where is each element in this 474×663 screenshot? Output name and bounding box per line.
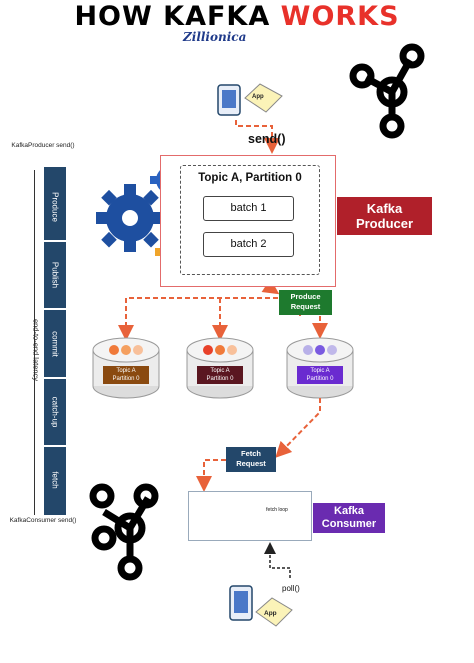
stage-divider <box>44 377 66 379</box>
producer-box <box>160 155 336 287</box>
title-part-1: HOW KAFKA <box>74 1 281 32</box>
kafka-producer-label: Kafka Producer <box>337 197 432 235</box>
produce-request-label: Produce Request <box>279 290 332 315</box>
phone-icon <box>229 585 293 627</box>
title-part-2: WORKS <box>280 1 400 32</box>
batch-1: batch 1 <box>203 196 294 221</box>
partition-title: Topic A, Partition 0 <box>198 172 302 184</box>
poll-label: poll() <box>282 584 300 593</box>
partition-box <box>180 165 320 275</box>
app-label: App <box>264 610 277 617</box>
kafka-consumer-label: Kafka Consumer <box>313 503 385 533</box>
fetch-loop-label: fetch loop <box>266 507 288 513</box>
gear-icon <box>96 184 164 252</box>
kafka-logo-icon <box>349 43 425 139</box>
diagram-title: HOW KAFKA WORKS <box>0 2 474 32</box>
brand-logo: Zillionica <box>183 30 247 44</box>
kafka-logo-icon <box>89 483 159 581</box>
app-label: App <box>252 94 264 100</box>
batch-2: batch 2 <box>203 232 294 257</box>
stage-bar <box>44 167 66 515</box>
stage-divider <box>44 445 66 447</box>
stage-divider <box>44 240 66 242</box>
fetch-request-label: Fetch Request <box>226 447 276 472</box>
consumer-box <box>188 491 312 541</box>
producer-send-label: KafkaProducer send() <box>11 142 75 149</box>
phone-icon <box>217 83 283 116</box>
latency-line <box>34 170 35 515</box>
stage-divider <box>44 308 66 310</box>
send-label: send() <box>248 132 286 146</box>
consumer-send-label: KafkaConsumer send() <box>9 517 77 524</box>
